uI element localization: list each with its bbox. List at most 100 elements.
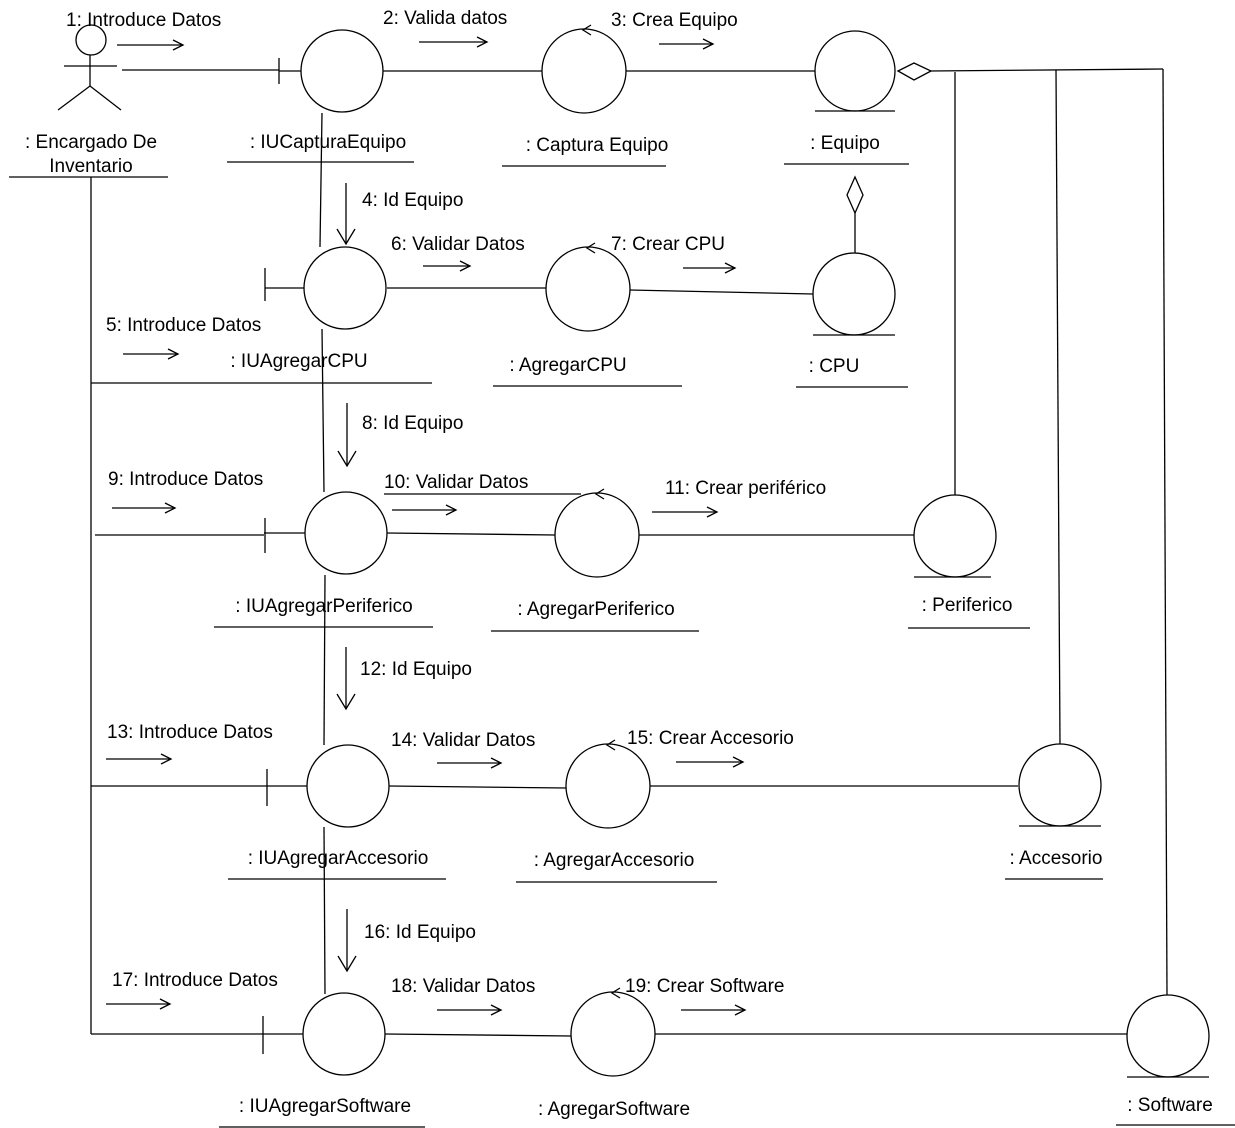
entity-cpu: : CPU <box>796 252 908 388</box>
link-iu-accesorio-agregar-accesorio <box>388 785 567 789</box>
object-label: : AgregarAccesorio <box>534 850 695 871</box>
control-circle <box>570 991 656 1077</box>
message-label: 12: Id Equipo <box>360 659 472 680</box>
object-label: : AgregarSoftware <box>538 1099 690 1120</box>
message-11: 11: Crear periférico <box>652 478 826 518</box>
boundary-iu-agregar-periferico: : IUAgregarPeriferico <box>214 491 433 628</box>
actor-links <box>90 69 432 1035</box>
message-label: 3: Crea Equipo <box>611 10 738 31</box>
aggregation-diamond-equipo <box>896 62 933 81</box>
object-label: : IUCapturaEquipo <box>250 132 406 153</box>
message-label: 15: Crear Accesorio <box>627 728 794 749</box>
entity-circle <box>814 30 896 112</box>
aggregation-link-software <box>1162 68 1168 996</box>
boundary-circle <box>300 29 384 113</box>
boundary-circle <box>306 744 390 828</box>
message-14: 14: Validar Datos <box>391 730 535 769</box>
message-label: 6: Validar Datos <box>391 234 525 255</box>
object-links <box>319 62 1168 1037</box>
entity-circle <box>1126 994 1210 1078</box>
object-label: : Captura Equipo <box>526 135 669 156</box>
message-label: 11: Crear periférico <box>665 478 826 499</box>
actor-label-line-1: : Encargado De <box>25 132 157 153</box>
message-6: 6: Validar Datos <box>391 234 525 272</box>
message-label: 2: Valida datos <box>383 8 507 29</box>
message-label: 9: Introduce Datos <box>108 469 263 490</box>
control-agregar-cpu: : AgregarCPU <box>493 242 682 387</box>
message-label: 14: Validar Datos <box>391 730 535 751</box>
message-9: 9: Introduce Datos <box>108 469 263 514</box>
boundary-circle <box>303 246 387 330</box>
boundary-iu-captura-equipo: : IUCapturaEquipo <box>227 29 414 163</box>
object-label: : IUAgregarSoftware <box>239 1096 411 1117</box>
message-13: 13: Introduce Datos <box>106 722 273 765</box>
link-iu-software-agregar-software <box>384 1033 572 1037</box>
entity-circle <box>812 252 896 336</box>
message-label: 17: Introduce Datos <box>112 970 278 991</box>
message-label: 19: Crear Software <box>625 976 784 997</box>
entity-circle <box>913 494 997 578</box>
link-iu-captura-iu-cpu <box>319 112 323 248</box>
message-label: 16: Id Equipo <box>364 922 476 943</box>
link-agregar-cpu-cpu <box>629 289 814 295</box>
message-label: 7: Crear CPU <box>611 234 725 255</box>
link-iu-periferico-iu-accesorio <box>323 574 326 746</box>
message-7: 7: Crear CPU <box>611 234 737 274</box>
boundary-circle <box>302 992 386 1076</box>
message-8: 8: Id Equipo <box>337 403 463 468</box>
object-label: : AgregarCPU <box>509 355 626 376</box>
control-circle <box>541 28 627 114</box>
message-label: 10: Validar Datos <box>384 472 528 493</box>
entity-accesorio: : Accesorio <box>1005 743 1103 880</box>
link-iu-periferico-agregar-periferico <box>386 532 556 536</box>
control-agregar-accesorio: : AgregarAccesorio <box>516 739 717 883</box>
aggregation-bus <box>929 68 1164 72</box>
actor-encargado-de-inventario: : Encargado De Inventario <box>9 24 168 178</box>
object-label: : CPU <box>809 356 860 377</box>
message-2: 2: Valida datos <box>383 8 507 48</box>
message-12: 12: Id Equipo <box>336 647 472 711</box>
message-15: 15: Crear Accesorio <box>627 728 794 768</box>
control-captura-equipo: : Captura Equipo <box>502 24 669 167</box>
link-iu-cpu-iu-periferico <box>321 328 325 493</box>
actor-label-line-2: Inventario <box>49 156 132 177</box>
message-label: 5: Introduce Datos <box>106 315 261 336</box>
message-17: 17: Introduce Datos <box>106 970 278 1010</box>
aggregation-link-accesorio <box>1055 69 1061 746</box>
object-label: : IUAgregarCPU <box>230 351 367 372</box>
link-iu-accesorio-iu-software <box>323 826 326 995</box>
object-label: : AgregarPeriferico <box>517 599 674 620</box>
control-agregar-software: : AgregarSoftware <box>538 987 690 1120</box>
message-1: 1: Introduce Datos <box>66 10 221 51</box>
message-label: 18: Validar Datos <box>391 976 535 997</box>
entity-circle <box>1018 743 1102 827</box>
boundary-circle <box>304 491 388 575</box>
boundary-iu-agregar-software: : IUAgregarSoftware <box>219 992 425 1128</box>
message-3: 3: Crea Equipo <box>611 10 738 50</box>
entity-software: : Software <box>1116 994 1235 1126</box>
object-label: : IUAgregarPeriferico <box>235 596 412 617</box>
boundary-iu-agregar-cpu: : IUAgregarCPU <box>230 246 387 372</box>
entity-equipo: : Equipo <box>784 30 909 165</box>
aggregation-diamond-cpu <box>846 175 864 215</box>
control-circle <box>545 246 631 332</box>
boundary-iu-agregar-accesorio: : IUAgregarAccesorio <box>228 744 446 880</box>
object-label: : Accesorio <box>1010 848 1103 869</box>
message-16: 16: Id Equipo <box>337 909 476 973</box>
message-label: 4: Id Equipo <box>362 190 463 211</box>
message-label: 13: Introduce Datos <box>107 722 273 743</box>
message-label: 8: Id Equipo <box>362 413 463 434</box>
message-19: 19: Crear Software <box>625 976 784 1016</box>
object-label: : IUAgregarAccesorio <box>248 848 429 869</box>
control-circle <box>554 492 640 578</box>
message-5: 5: Introduce Datos <box>106 315 261 360</box>
message-4: 4: Id Equipo <box>336 183 463 246</box>
message-label: 1: Introduce Datos <box>66 10 221 31</box>
message-10: 10: Validar Datos <box>384 472 581 516</box>
control-agregar-periferico: : AgregarPeriferico <box>491 488 699 632</box>
actor-head <box>75 24 107 56</box>
object-label: : Software <box>1127 1095 1213 1116</box>
entity-periferico: : Periferico <box>908 494 1030 629</box>
message-18: 18: Validar Datos <box>391 976 535 1016</box>
